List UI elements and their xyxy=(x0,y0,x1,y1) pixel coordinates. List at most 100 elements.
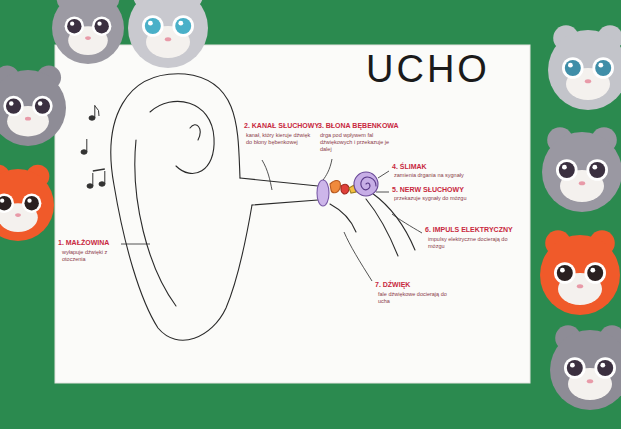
music-note xyxy=(87,173,93,188)
toy-nose xyxy=(579,181,585,185)
toy-body xyxy=(128,0,208,68)
toy-eye-glint xyxy=(568,63,573,68)
antihelix-line xyxy=(135,140,176,306)
part-heading: 3. BŁONA BĘBENKOWA xyxy=(318,122,408,131)
toy-eye-glint xyxy=(590,268,595,273)
leader-line xyxy=(121,244,150,245)
part-heading: 6. IMPULS ELEKTRYCZNY xyxy=(425,226,525,235)
note-flag xyxy=(95,106,99,116)
toy-eye-glint xyxy=(600,363,605,368)
note-stem xyxy=(86,139,87,152)
music-notes xyxy=(81,105,105,188)
toy-eye-glint xyxy=(560,268,565,273)
toy-eye xyxy=(559,162,575,178)
toy-eye-white xyxy=(556,159,578,181)
ossicle-anvil xyxy=(341,184,349,194)
leader-line xyxy=(376,192,389,193)
toy-eye-glint xyxy=(570,363,575,368)
music-note xyxy=(89,105,95,120)
note-beam xyxy=(93,169,105,171)
part-description: kanał, który kieruje dźwięk do błony bęb… xyxy=(246,132,314,146)
toy-eye-white xyxy=(92,16,111,35)
note-head xyxy=(89,116,95,120)
toy-eye-white xyxy=(32,96,53,117)
toy-body xyxy=(542,132,621,212)
outer-ear-outline xyxy=(111,74,252,340)
inner-ear-curl xyxy=(190,125,200,140)
toy-nose xyxy=(165,37,171,41)
cochlea-spiral xyxy=(361,177,376,190)
toy-eye-glint xyxy=(97,22,101,26)
toy-eye-white xyxy=(584,262,606,284)
toy-eye-glint xyxy=(9,101,14,106)
part-description: fale dźwiękowe docierają do ucha xyxy=(378,291,460,305)
part-description: wyłapuje dźwięki z otoczenia xyxy=(62,249,120,263)
toy-body xyxy=(0,70,66,146)
toy-eye-glint xyxy=(592,165,597,170)
toy-body xyxy=(550,330,621,410)
toy-eye xyxy=(145,18,161,34)
toy-body xyxy=(540,235,620,315)
plush-toy xyxy=(542,127,621,212)
toy-eye-white xyxy=(564,357,586,379)
plush-toy xyxy=(0,65,66,146)
toy-eye-white xyxy=(592,57,614,79)
toy-eye-glint xyxy=(598,63,603,68)
toy-eye-white xyxy=(554,262,576,284)
leader-line xyxy=(262,160,272,190)
ear-canal-top xyxy=(240,178,318,186)
toy-nose xyxy=(85,36,91,40)
toy-eye xyxy=(597,360,613,376)
toy-eye xyxy=(67,19,81,33)
plush-toy xyxy=(540,230,620,315)
leader-line xyxy=(323,159,332,180)
toy-eye xyxy=(557,265,573,281)
toy-eye-white xyxy=(594,357,616,379)
toy-eye-white xyxy=(3,96,24,117)
plush-toy xyxy=(548,25,621,110)
toy-eye-glint xyxy=(27,199,31,203)
inner-canal-line xyxy=(330,204,356,232)
plush-toy xyxy=(550,325,621,410)
toy-eye xyxy=(565,60,581,76)
paper-sheet xyxy=(55,45,530,383)
ossicle-hammer xyxy=(330,181,340,193)
inner-ear-fold xyxy=(150,101,214,173)
toy-body xyxy=(548,30,621,110)
leader-line xyxy=(378,171,389,178)
note-stem xyxy=(92,173,93,186)
note-head xyxy=(87,184,93,188)
plush-toy xyxy=(0,165,54,241)
toy-eye-white xyxy=(65,16,84,35)
toy-eye xyxy=(595,60,611,76)
toy-nose xyxy=(587,379,593,383)
poster-title: UCHO xyxy=(366,48,490,91)
toy-eye-glint xyxy=(0,199,4,203)
music-note xyxy=(99,171,105,186)
part-heading: 1. MAŁŻOWINA xyxy=(58,239,122,248)
auditory-nerve xyxy=(366,199,398,256)
toy-eye xyxy=(35,99,50,114)
toy-eye xyxy=(567,360,583,376)
toy-body xyxy=(52,0,124,64)
auditory-nerve xyxy=(372,193,415,250)
plush-toy xyxy=(128,0,208,68)
toy-nose xyxy=(577,284,583,288)
toy-eye xyxy=(94,19,108,33)
toy-eye xyxy=(24,196,38,210)
toy-eye-glint xyxy=(148,21,153,26)
note-stem xyxy=(104,171,105,184)
toy-eye xyxy=(0,196,12,210)
eardrum xyxy=(317,180,329,206)
leader-line xyxy=(392,214,422,233)
toy-eye-glint xyxy=(38,101,43,106)
ear-canal-bottom xyxy=(252,200,318,205)
toy-eye xyxy=(587,265,603,281)
toy-eye-white xyxy=(586,159,608,181)
toy-eye-glint xyxy=(70,22,74,26)
toy-eye-white xyxy=(562,57,584,79)
part-description: przekazuje sygnały do mózgu xyxy=(394,195,494,202)
